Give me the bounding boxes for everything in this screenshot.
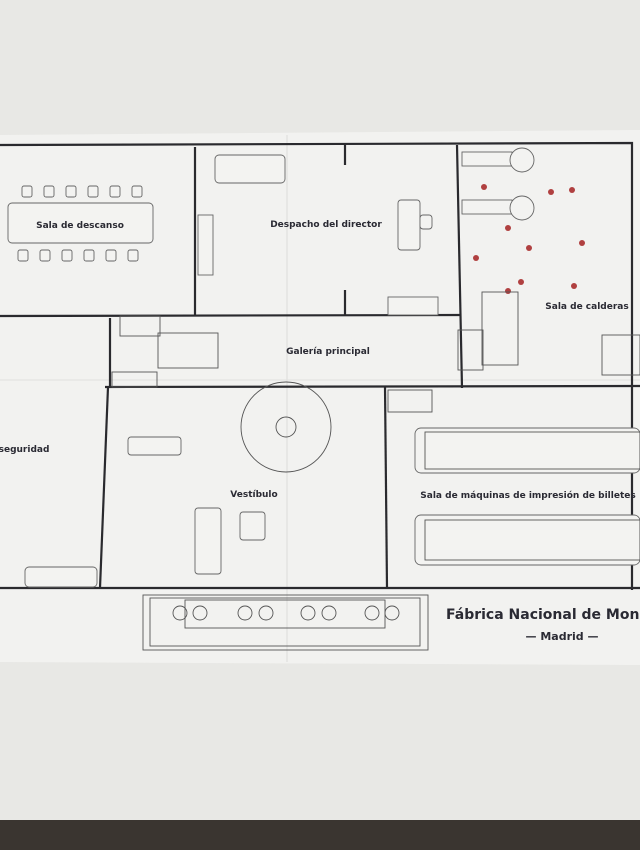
conference-table (7, 202, 154, 244)
security-panel (24, 566, 98, 588)
label-sala-de-descanso: Sala de descanso (36, 221, 124, 231)
label-seguridad: seguridad (0, 445, 49, 455)
office-chair (419, 214, 433, 230)
walls (0, 141, 640, 590)
label-sala-de-maquinas: Sala de máquinas de impresión de billete… (420, 490, 635, 501)
printing-press-1 (414, 427, 640, 474)
chairs-top (21, 185, 143, 198)
reception-desk (127, 436, 182, 456)
valve-markers (473, 184, 585, 294)
spiral-staircase (240, 381, 332, 473)
director-desk (397, 199, 421, 251)
furniture (7, 147, 640, 651)
label-despacho-del-director: Despacho del director (270, 220, 382, 230)
label-vestibulo: Vestíbulo (230, 490, 277, 500)
chairs-bottom (17, 249, 139, 262)
sofa (214, 154, 286, 184)
cabinet (197, 214, 214, 276)
lobby-table (194, 507, 222, 575)
plan-title: Fábrica Nacional de Moneda y Ti (446, 607, 640, 623)
stairs (111, 291, 640, 413)
plan-subtitle: — Madrid — (526, 630, 599, 643)
printing-press-2 (414, 514, 640, 566)
shelf (387, 296, 439, 316)
lobby-chair (239, 511, 266, 541)
room-labels: Sala de descanso Despacho del director S… (0, 220, 636, 501)
table-edge-shadow (0, 820, 640, 850)
entrance-steps (142, 594, 429, 651)
boilers (461, 147, 535, 221)
label-sala-de-calderas: Sala de calderas (545, 302, 628, 312)
label-galeria-principal: Galería principal (286, 347, 370, 357)
